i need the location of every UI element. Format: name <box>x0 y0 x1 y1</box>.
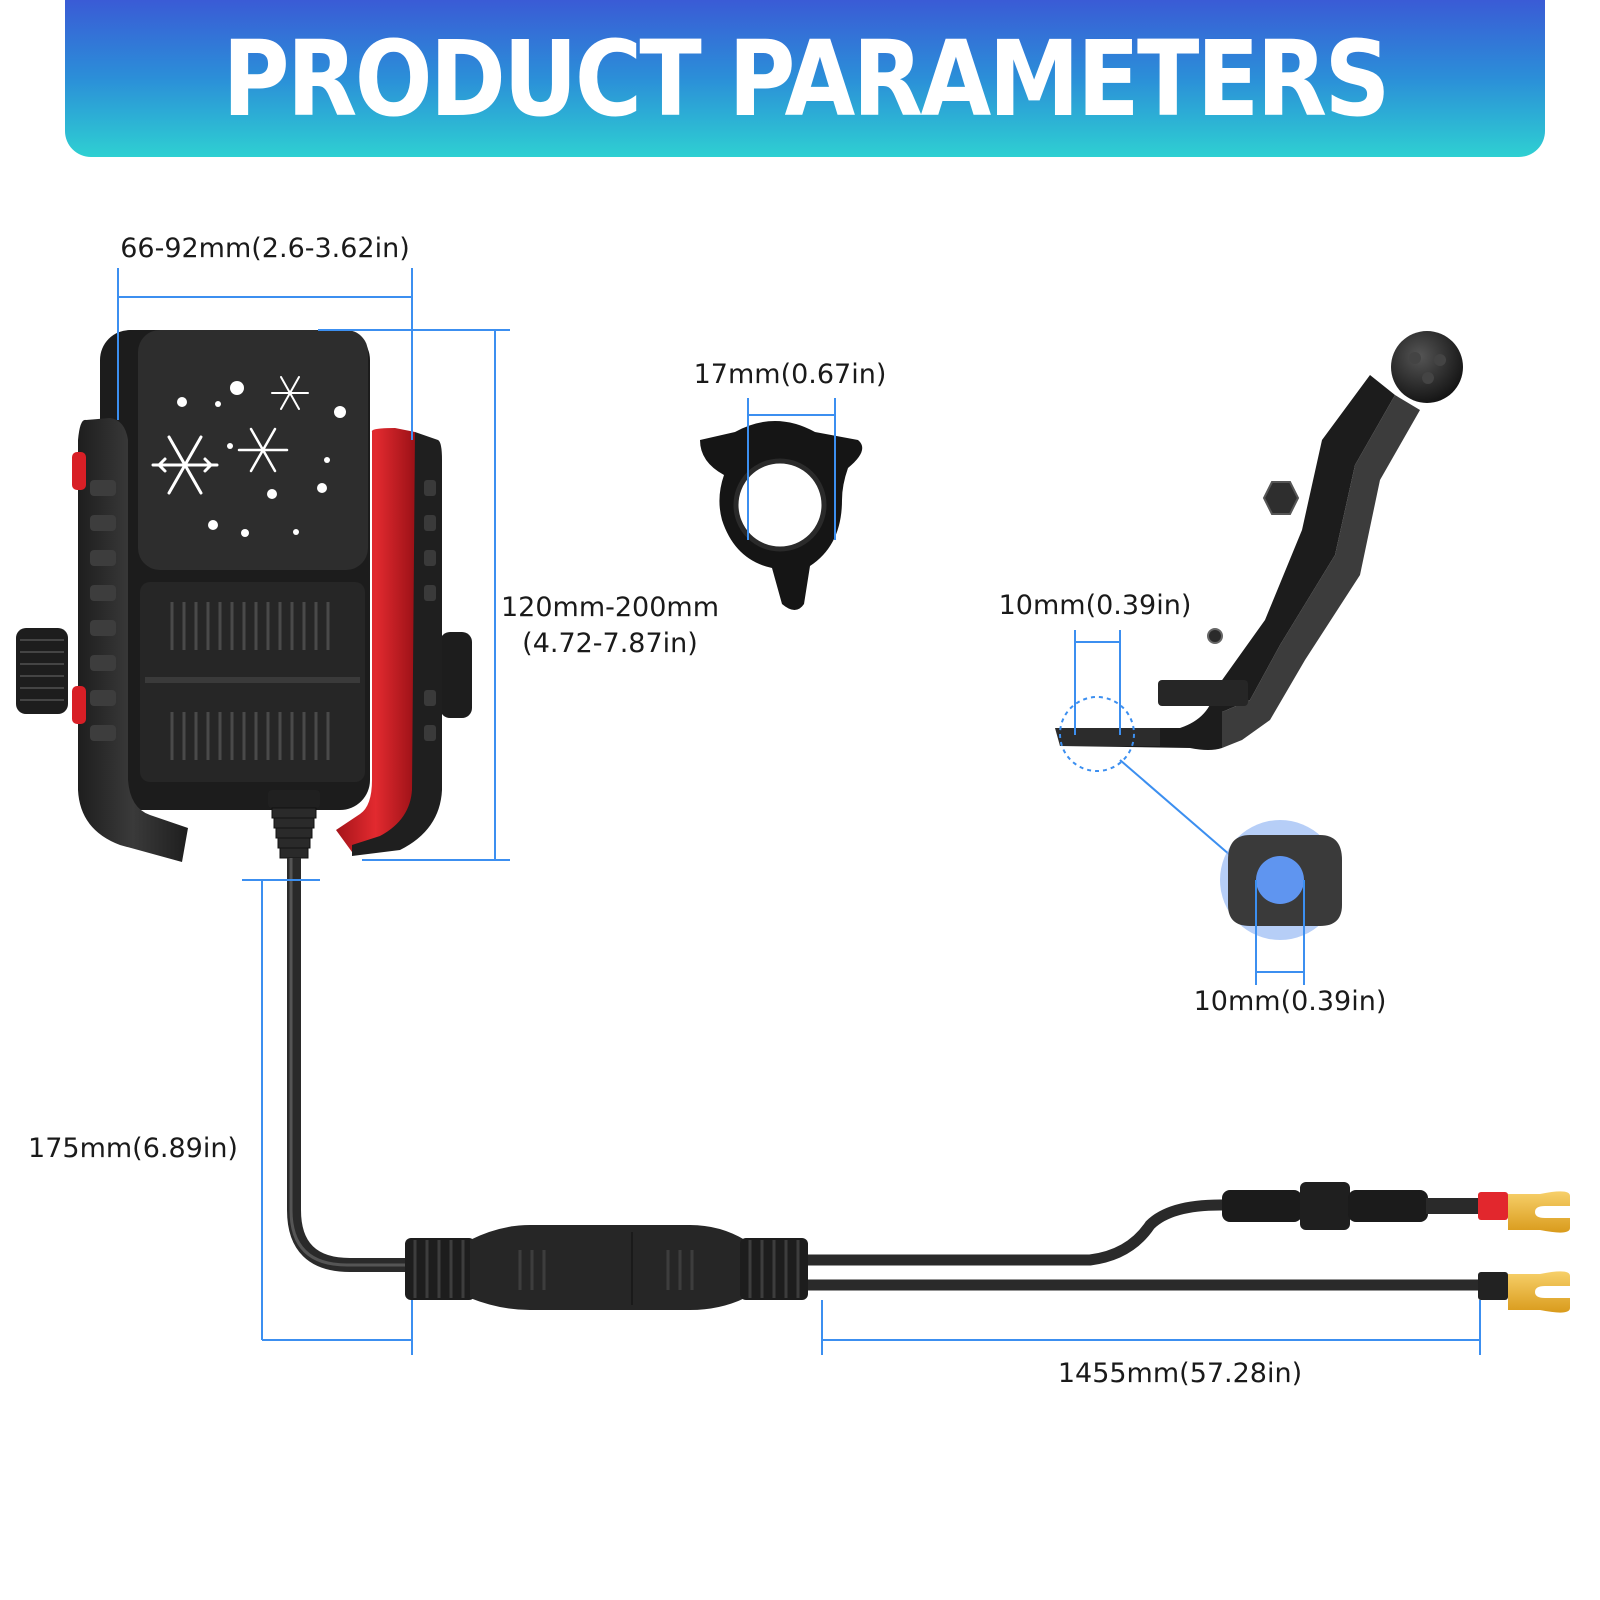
rubber-ring <box>700 421 863 610</box>
cable-short-label: 175mm(6.89in) <box>28 1133 238 1164</box>
power-cable <box>287 858 410 1272</box>
bracket-hole-label: 10mm(0.39in) <box>999 590 1192 621</box>
clamp-height-label: 120mm-200mm <box>501 592 719 623</box>
title-banner: PRODUCT PARAMETERS <box>65 0 1545 157</box>
cable-long-label: 1455mm(57.28in) <box>1058 1358 1302 1389</box>
fuse-holder <box>1222 1182 1508 1230</box>
clamp-width-label: 66-92mm(2.6-3.62in) <box>120 233 410 264</box>
snowflake-icon <box>151 376 309 495</box>
page-title: PRODUCT PARAMETERS <box>222 17 1390 140</box>
adjust-knob <box>16 628 68 714</box>
mounting-bracket <box>1055 331 1463 940</box>
ring-inner-label: 17mm(0.67in) <box>694 359 887 390</box>
fork-terminal-positive <box>1508 1191 1570 1233</box>
clamp-height-label-imperial: (4.72-7.87in) <box>522 628 698 659</box>
dimension-lines <box>117 268 1481 1355</box>
inline-module <box>405 1225 808 1310</box>
hole-detail-label: 10mm(0.39in) <box>1194 986 1387 1017</box>
phone-holder <box>16 330 472 862</box>
fork-terminal-negative <box>1508 1271 1570 1313</box>
